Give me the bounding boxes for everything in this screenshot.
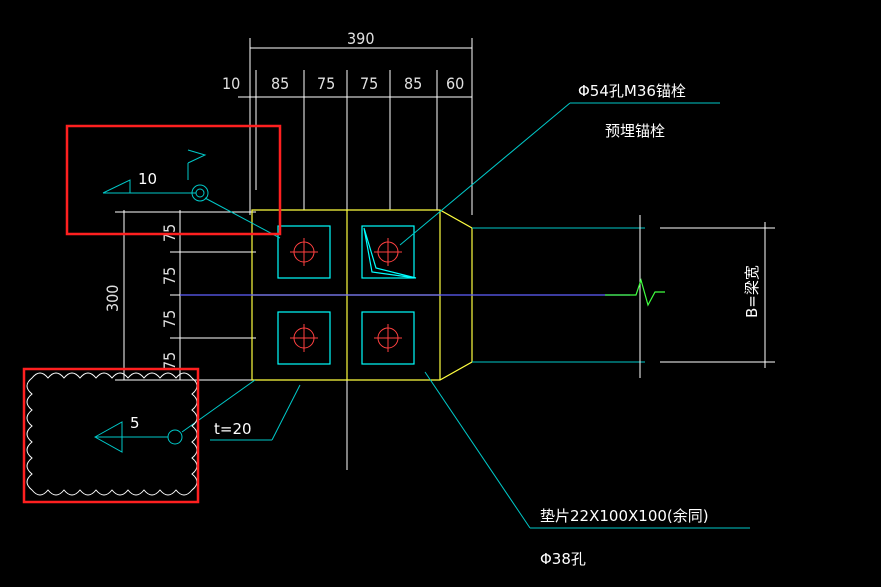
weld-symbol-bottom: 5 — [93, 379, 256, 453]
dim-segments-group: 10 85 75 75 85 60 — [222, 70, 472, 470]
leader-plate — [271, 384, 301, 441]
crosshair-4 — [374, 324, 402, 352]
washer-note: 垫片22X100X100(余同) — [540, 507, 709, 525]
leader-washer — [424, 371, 531, 529]
washer-1 — [277, 225, 331, 279]
hole-note: Φ38孔 — [540, 550, 586, 568]
revision-cloud — [26, 372, 198, 496]
dim-seg-5: 60 — [446, 74, 464, 93]
plate-thickness-note: t=20 — [214, 420, 252, 438]
weld-fillet-top — [102, 179, 131, 194]
weld-all-around-inner-top — [195, 188, 205, 198]
washer-3 — [277, 311, 331, 365]
dim-seg-0: 10 — [222, 74, 240, 93]
anchor-sub-note: 预埋锚栓 — [605, 122, 665, 140]
dim-vseg-3: 75 — [160, 352, 179, 370]
dim-total-group: 390 — [249, 29, 473, 215]
stiffener-sketch — [363, 227, 417, 279]
weld-arrow-top — [204, 197, 281, 239]
dim-vseg-1: 75 — [160, 267, 179, 285]
weld-all-around-top — [191, 184, 209, 202]
washer-4 — [361, 311, 415, 365]
dim-total-text: 390 — [347, 29, 374, 48]
dim-seg-1: 85 — [271, 74, 289, 93]
anchor-note: Φ54孔M36锚栓 — [578, 82, 686, 100]
beam: B=梁宽 — [472, 215, 775, 378]
crosshair-3 — [290, 324, 318, 352]
base-plate — [180, 209, 630, 381]
highlight-box-bottom — [22, 367, 200, 504]
weld-flag-top — [187, 149, 207, 180]
beam-width-label: B=梁宽 — [743, 265, 761, 318]
weld-symbol-top: 10 — [102, 149, 281, 239]
highlight-box-top — [65, 124, 282, 236]
weld-size-bottom: 5 — [130, 414, 140, 432]
weld-all-around-bottom — [167, 429, 183, 445]
crosshair-1 — [290, 238, 318, 266]
dim-seg-2: 75 — [317, 74, 335, 93]
washer-2 — [361, 225, 415, 279]
dim-vertical-group: 300 75 75 75 75 — [103, 210, 256, 381]
leader-anchor — [399, 102, 571, 246]
dim-vertical-total-text: 300 — [103, 285, 122, 312]
weld-size-top: 10 — [138, 170, 157, 188]
break-symbol — [605, 277, 665, 307]
dim-seg-3: 75 — [360, 74, 378, 93]
crosshair-2 — [374, 238, 402, 266]
annotations: Φ54孔M36锚栓 预埋锚栓 垫片22X100X100(余同) Φ38孔 t=2… — [210, 82, 750, 568]
dim-vseg-2: 75 — [160, 310, 179, 328]
weld-fillet-bottom — [93, 421, 123, 453]
washer-group — [277, 225, 417, 365]
dim-seg-4: 85 — [404, 74, 422, 93]
